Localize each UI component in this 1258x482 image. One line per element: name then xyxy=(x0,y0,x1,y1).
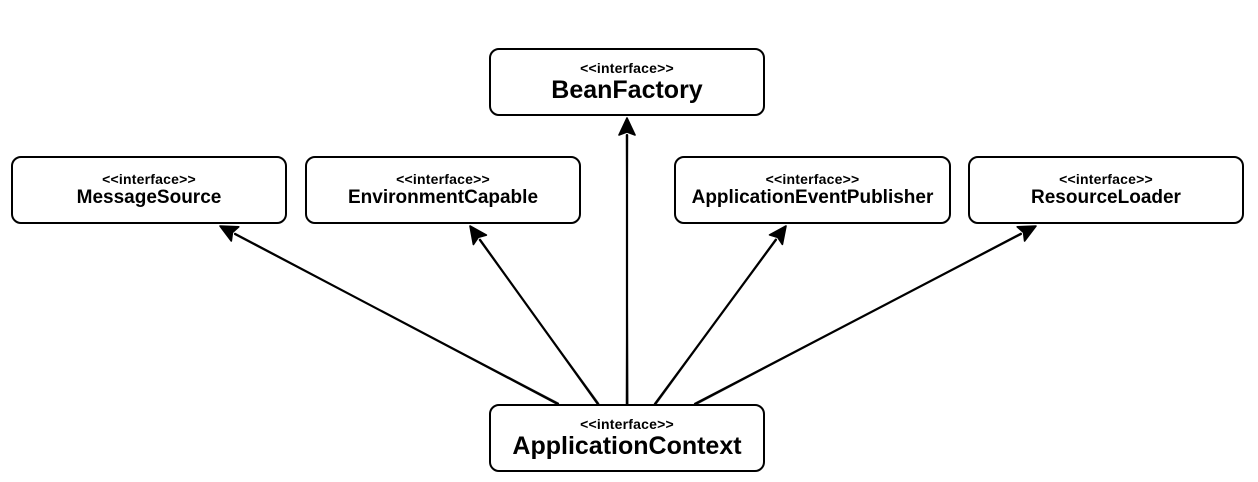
arrow-head xyxy=(469,225,488,246)
node-environmentcapable: <<interface>> EnvironmentCapable xyxy=(305,156,581,224)
node-name: EnvironmentCapable xyxy=(347,187,539,209)
edge-applicationcontext-to-beanfactory xyxy=(618,117,636,406)
edge-applicationcontext-to-messagesource xyxy=(219,225,560,406)
edge-shaft xyxy=(479,238,598,406)
node-name: ResourceLoader xyxy=(1031,187,1181,209)
node-name: MessageSource xyxy=(76,187,222,209)
node-name: ApplicationContext xyxy=(512,431,742,460)
edge-applicationcontext-to-eventpublisher xyxy=(653,225,787,406)
stereotype-label: <<interface>> xyxy=(1059,171,1153,188)
stereotype-label: <<interface>> xyxy=(580,415,674,432)
stereotype-label: <<interface>> xyxy=(765,171,860,188)
arrow-head xyxy=(1016,225,1037,242)
node-messagesource: <<interface>> MessageSource xyxy=(11,156,287,224)
edge-applicationcontext-to-environmentcapable xyxy=(469,225,600,406)
stereotype-label: <<interface>> xyxy=(396,171,490,188)
node-beanfactory: <<interface>> BeanFactory xyxy=(489,48,765,116)
edge-shaft xyxy=(694,233,1022,404)
node-name: ApplicationEventPublisher xyxy=(691,187,934,209)
arrow-head xyxy=(219,225,240,242)
node-resourceloader: <<interface>> ResourceLoader xyxy=(968,156,1244,224)
edge-shaft xyxy=(625,134,629,405)
node-applicationcontext: <<interface>> ApplicationContext xyxy=(489,404,765,472)
arrow-head xyxy=(618,117,636,136)
node-applicationeventpublisher: <<interface>> ApplicationEventPublisher xyxy=(674,156,951,224)
stereotype-label: <<interface>> xyxy=(580,59,674,76)
arrow-head xyxy=(768,225,787,246)
edge-shaft xyxy=(653,239,778,405)
node-name: BeanFactory xyxy=(551,75,703,104)
stereotype-label: <<interface>> xyxy=(102,171,196,188)
edge-applicationcontext-to-resourceloader xyxy=(693,225,1037,406)
edge-shaft xyxy=(234,232,559,406)
